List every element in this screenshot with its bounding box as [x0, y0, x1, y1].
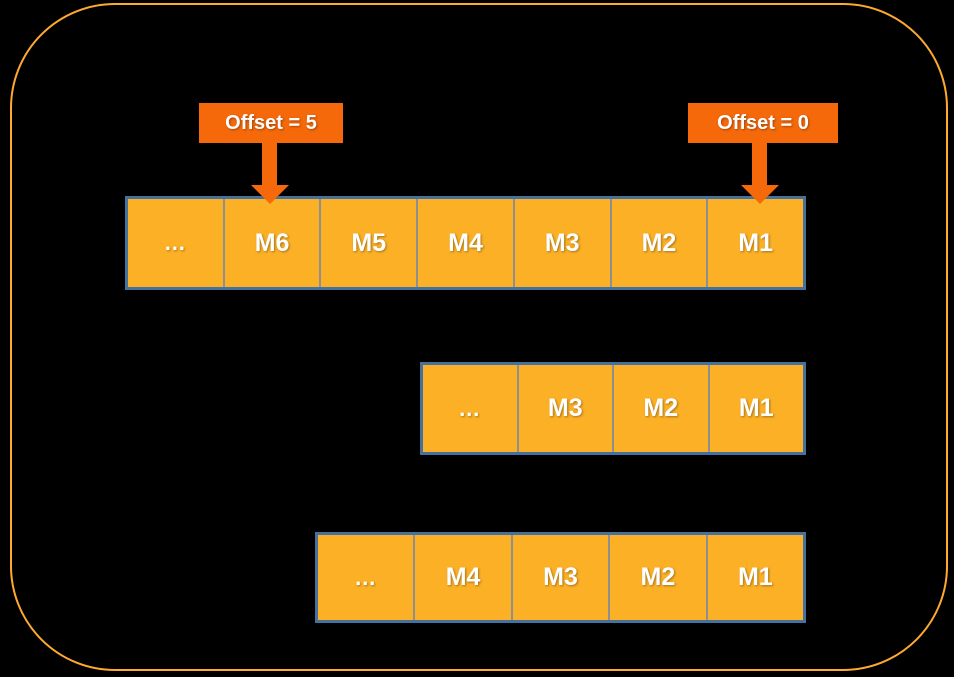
message-cell: M1 — [708, 199, 803, 287]
message-cell: M3 — [519, 365, 614, 452]
cell-label: M3 — [547, 394, 583, 422]
offset-5-callout: Offset = 5 — [199, 103, 343, 143]
cell-label: M2 — [640, 563, 676, 591]
message-cell: M5 — [321, 199, 419, 287]
cell-label: M3 — [544, 228, 580, 257]
offset-5-arrow-stem — [262, 143, 277, 185]
message-cell: M2 — [612, 199, 709, 287]
partition-row-middle: … M3 M2 M1 — [420, 362, 806, 455]
cell-label: M1 — [738, 394, 774, 422]
rounded-frame — [10, 3, 948, 671]
partition-row-top: … M6 M5 M4 M3 M2 M1 — [125, 196, 806, 290]
offset-5-arrow-icon — [251, 185, 289, 204]
cell-label: M6 — [254, 228, 290, 257]
message-cell: M1 — [708, 535, 803, 620]
ellipsis-cell: … — [423, 365, 519, 452]
partition-row-bottom: … M4 M3 M2 M1 — [315, 532, 806, 623]
offset-0-arrow-stem — [752, 143, 767, 185]
cell-label: M2 — [643, 394, 679, 422]
cell-label: M5 — [351, 228, 387, 257]
message-cell: M6 — [225, 199, 322, 287]
cell-label: … — [163, 230, 187, 255]
cell-label: M4 — [448, 228, 483, 257]
cell-label: … — [458, 395, 482, 421]
offset-0-arrow-icon — [741, 185, 779, 204]
message-cell: M2 — [614, 365, 710, 452]
offset-0-callout: Offset = 0 — [688, 103, 838, 143]
cell-label: … — [354, 564, 378, 590]
ellipsis-cell: … — [128, 199, 225, 287]
ellipsis-cell: … — [318, 535, 416, 620]
message-cell: M2 — [610, 535, 708, 620]
message-cell: M4 — [418, 199, 515, 287]
message-cell: M3 — [513, 535, 611, 620]
cell-label: M1 — [737, 563, 773, 591]
message-cell: M3 — [515, 199, 612, 287]
cell-label: M2 — [641, 228, 677, 257]
message-cell: M1 — [710, 365, 804, 452]
cell-label: M4 — [445, 563, 481, 591]
message-cell: M4 — [415, 535, 513, 620]
cell-label: M3 — [543, 563, 578, 591]
cell-label: M1 — [738, 228, 774, 257]
